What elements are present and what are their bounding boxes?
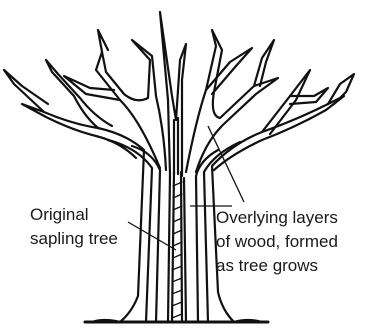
label-sapling-line-2: sapling tree [30, 227, 118, 251]
label-layers-line-2: of wood, formed [216, 230, 338, 254]
branch-left-upper [96, 40, 166, 170]
label-overlying-layers: Overlying layers of wood, formed as tree… [216, 206, 338, 278]
sapling-core-left [172, 172, 174, 322]
label-original-sapling-tree: Original sapling tree [30, 203, 118, 251]
branch-right-upper [186, 30, 278, 172]
central-leader-inner [174, 118, 178, 174]
label-layers-line-3: as tree grows [216, 254, 338, 278]
branch-left-tip [98, 30, 108, 52]
branch-right-upper-twig-2 [254, 40, 274, 86]
trunk-layer-3 [168, 174, 170, 322]
label-sapling-line-1: Original [30, 203, 118, 227]
trunk-layer-4 [184, 178, 186, 322]
label-layers-line-1: Overlying layers [216, 206, 338, 230]
